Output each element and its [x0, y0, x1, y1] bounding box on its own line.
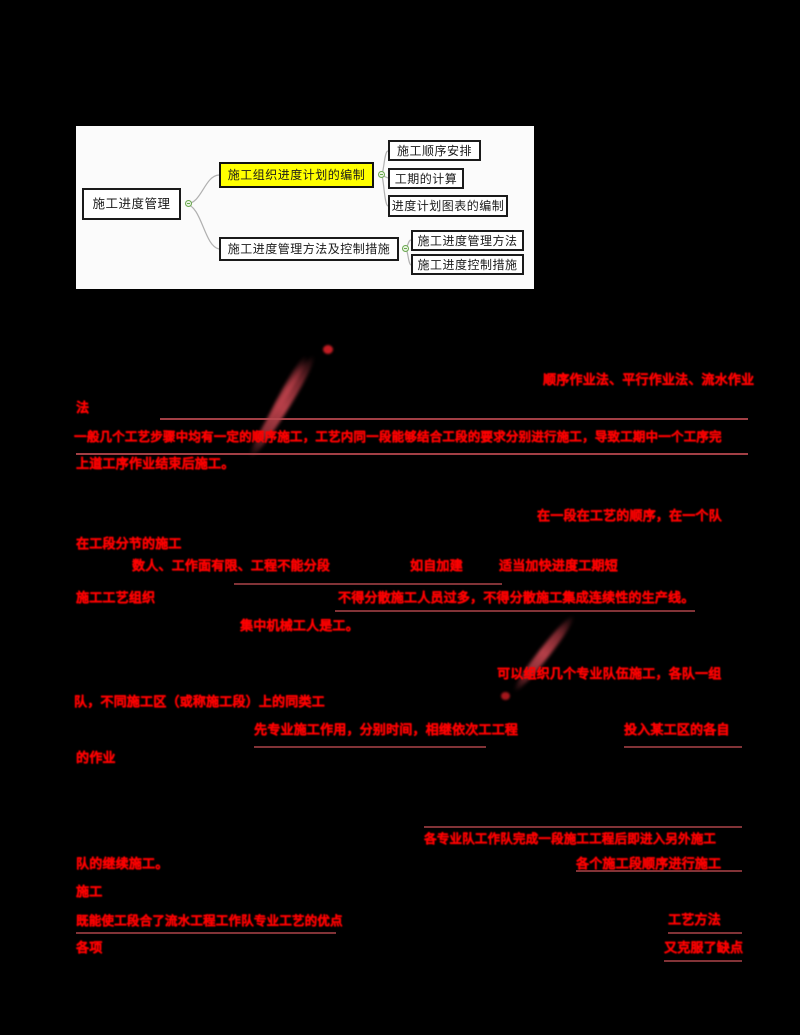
note-line-17: 的作业 — [76, 750, 116, 767]
note-line-7: 数人、工作面有限、工程不能分段 — [132, 558, 331, 575]
mindmap-node-management-method-label: 施工进度管理方法 — [417, 233, 518, 248]
note-line-5: 在一段在工艺的顺序，在一个队 — [537, 508, 722, 525]
pen-rule-9 — [76, 932, 336, 934]
mindmap-node-plan[interactable]: 施工组织进度计划的编制 — [219, 162, 374, 188]
note-line-2: 法 — [76, 400, 90, 417]
note-line-10: 施工工艺组织 — [76, 590, 156, 607]
pen-smear-artifact-upper-secondary — [264, 353, 310, 425]
note-line-15: 先专业施工作用，分别时间，相继依次工工程 — [254, 722, 519, 739]
note-line-22: 既能使工段合了流水工程工作队专业工艺的优点 — [76, 912, 343, 929]
mindmap-node-control-measures[interactable]: 施工进度控制措施 — [411, 254, 524, 275]
pen-rule-11 — [664, 960, 742, 962]
note-line-16: 投入某工区的各自 — [624, 722, 730, 739]
mindmap-node-construction-order[interactable]: 施工顺序安排 — [388, 140, 481, 161]
mindmap-node-management-method[interactable]: 施工进度管理方法 — [411, 230, 524, 251]
note-line-14: 队，不同施工区（或称施工段）上的同类工 — [74, 694, 325, 711]
pen-smear-tip-lower — [501, 692, 510, 700]
note-line-18: 各专业队工作队完成一段施工工程后即进入另外施工 — [424, 830, 717, 847]
mindmap-collapse-bullet-plan[interactable] — [378, 171, 385, 178]
mindmap-node-root-label: 施工进度管理 — [92, 195, 171, 211]
pen-rule-6 — [624, 746, 742, 748]
note-line-8: 如自加建 — [410, 558, 463, 575]
note-line-21: 施工 — [76, 884, 103, 901]
note-line-4: 上道工序作业结束后施工。 — [76, 456, 235, 473]
mindmap-node-duration-calculation-label: 工期的计算 — [394, 171, 458, 186]
mindmap-node-control-measures-label: 施工进度控制措施 — [417, 257, 518, 272]
mindmap-panel: 施工进度管理 施工组织进度计划的编制 施工进度管理方法及控制措施 施工顺序安排 … — [76, 126, 534, 289]
pen-rule-2 — [76, 453, 748, 455]
mindmap-node-schedule-chart[interactable]: 进度计划图表的编制 — [388, 195, 508, 217]
pen-rule-8 — [576, 870, 742, 872]
mindmap-node-duration-calculation[interactable]: 工期的计算 — [388, 168, 464, 189]
mindmap-collapse-bullet-root[interactable] — [185, 200, 192, 207]
mindmap-node-root[interactable]: 施工进度管理 — [82, 188, 181, 220]
pen-rule-1 — [160, 418, 748, 420]
mindmap-node-construction-order-label: 施工顺序安排 — [396, 143, 472, 158]
note-line-23: 工艺方法 — [668, 912, 721, 929]
note-line-25: 又克服了缺点 — [664, 940, 744, 957]
note-line-3: 一般几个工艺步骤中均有一定的顺序施工，工艺内同一段能够结合工段的要求分别进行施工… — [74, 428, 722, 445]
pen-rule-10 — [668, 932, 742, 934]
mindmap-node-schedule-chart-label: 进度计划图表的编制 — [391, 199, 505, 213]
note-line-19: 队的继续施工。 — [76, 856, 169, 873]
note-line-12: 集中机械工人是工。 — [240, 618, 359, 635]
pen-rule-5 — [254, 746, 486, 748]
note-line-20: 各个施工段顺序进行施工 — [576, 856, 722, 873]
mindmap-collapse-bullet-management[interactable] — [402, 245, 409, 252]
note-line-1: 顺序作业法、平行作业法、流水作业 — [543, 372, 755, 389]
pen-rule-4 — [335, 610, 695, 612]
mindmap-node-management[interactable]: 施工进度管理方法及控制措施 — [219, 237, 399, 261]
pen-rule-3 — [234, 583, 502, 585]
pen-smear-tip-upper — [323, 345, 333, 354]
mindmap-node-plan-label: 施工组织进度计划的编制 — [227, 168, 366, 182]
mindmap-node-management-label: 施工进度管理方法及控制措施 — [227, 242, 391, 256]
note-line-9: 适当加快进度工期短 — [499, 558, 618, 575]
note-line-11: 不得分散施工人员过多，不得分散施工集成连续性的生产线。 — [338, 590, 695, 607]
note-line-6: 在工段分节的施工 — [76, 536, 182, 553]
note-line-13: 可以组织几个专业队伍施工，各队一组 — [497, 666, 722, 683]
note-line-24: 各项 — [76, 940, 103, 957]
pen-rule-7 — [424, 826, 742, 828]
pen-smear-artifact-upper — [244, 352, 320, 461]
